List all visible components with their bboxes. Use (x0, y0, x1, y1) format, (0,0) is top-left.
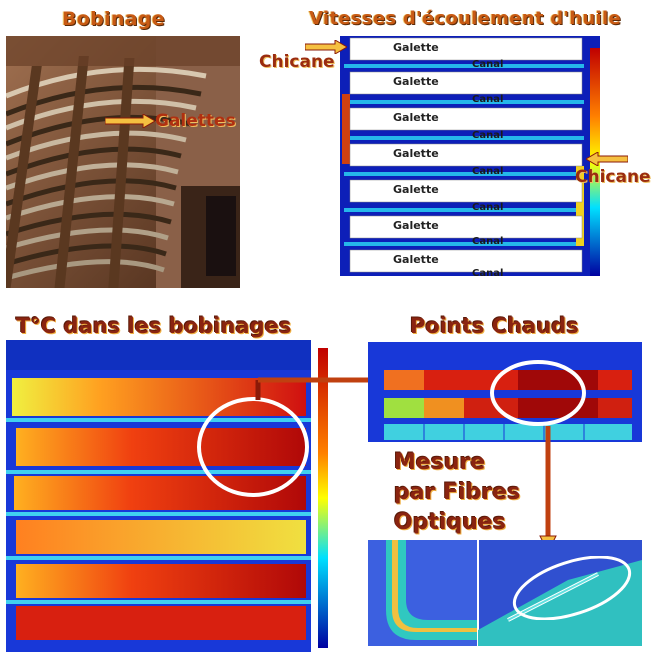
hot-spots-plot (368, 342, 642, 442)
canal-label-1: Canal (472, 59, 504, 70)
flow-velocity-panel (340, 36, 610, 276)
title-bobinage: Bobinage (62, 8, 165, 30)
highlight-ellipse-icon (512, 556, 632, 620)
galette-label-1: Galette (393, 41, 439, 54)
galette-label-5: Galette (393, 183, 439, 196)
arrow-down-icon (539, 426, 557, 552)
canal-label-5: Canal (472, 202, 504, 213)
galette-label-2: Galette (393, 75, 439, 88)
fiber-optic-illustration (368, 540, 642, 646)
galette-label-7: Galette (393, 253, 439, 266)
canal-label-4: Canal (472, 166, 504, 177)
canal-label-3: Canal (472, 130, 504, 141)
fiber-optic-panel (368, 540, 642, 646)
label-galettes: Galettes (155, 111, 236, 131)
galette-label-3: Galette (393, 111, 439, 124)
label-mesure-line3: Optiques (394, 510, 506, 535)
winding-photo-illustration (6, 36, 240, 288)
galette-label-6: Galette (393, 219, 439, 232)
label-chicane-right: Chicane (575, 167, 651, 187)
flow-velocity-plot (340, 36, 610, 276)
hot-spots-panel (368, 342, 642, 442)
label-mesure-line2: par Fibres (394, 480, 521, 505)
highlight-ellipse-icon (197, 397, 309, 497)
arrow-left-icon (586, 152, 628, 166)
canal-label-7: Canal (472, 268, 504, 279)
galette-label-4: Galette (393, 147, 439, 160)
title-points-chauds: Points Chauds (410, 314, 579, 338)
arrow-right-icon (105, 114, 155, 128)
title-temperature: T°C dans les bobinages (16, 314, 292, 338)
canal-label-6: Canal (472, 236, 504, 247)
canal-label-2: Canal (472, 94, 504, 105)
arrow-right-icon (305, 40, 347, 54)
bobinage-photo (6, 36, 240, 288)
highlight-ellipse-icon (490, 360, 586, 426)
title-vitesses: Vitesses d'écoulement d'huile (309, 8, 621, 29)
label-chicane-left: Chicane (259, 52, 335, 72)
label-mesure-line1: Mesure (394, 450, 486, 475)
